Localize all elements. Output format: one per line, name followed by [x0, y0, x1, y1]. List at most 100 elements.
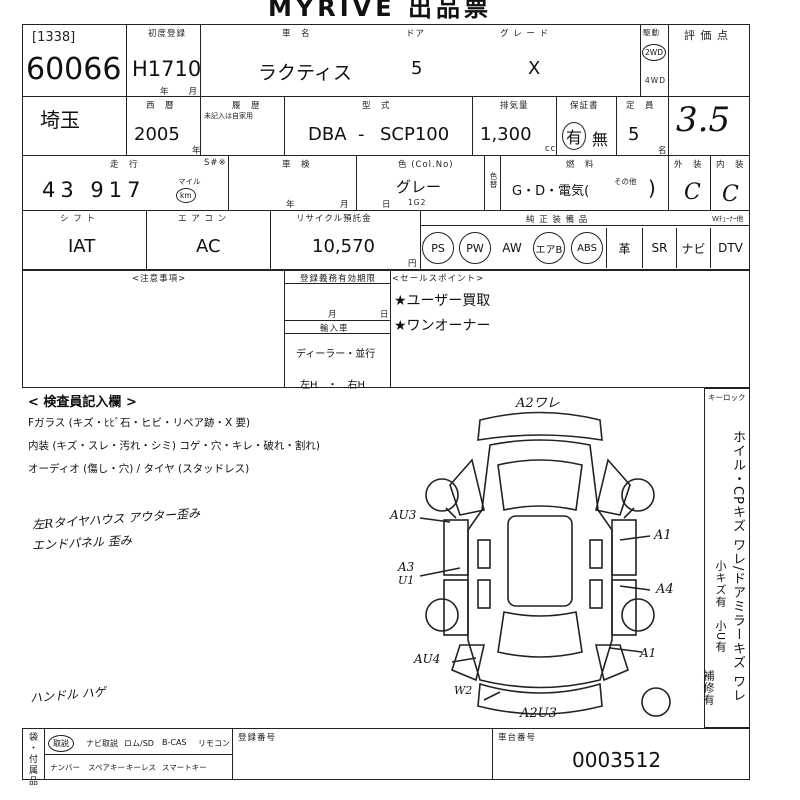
- mark-a2-top: A2ワレ: [516, 396, 560, 411]
- score-label: 評 価 点: [684, 29, 729, 42]
- capacity-unit: 名: [658, 146, 668, 156]
- equip-navi: ナビ: [676, 228, 710, 268]
- import-dealer: ディーラー・並行: [296, 349, 376, 360]
- drive-2wd: 2WD: [642, 44, 666, 61]
- color-value: グレー: [396, 178, 442, 196]
- aircon-label: エ ア コ ン: [178, 214, 228, 224]
- mileage-s-label: S#※: [204, 158, 227, 168]
- doc-remote: リモコン: [198, 739, 230, 748]
- warranty-no: 無: [592, 130, 609, 149]
- doc-smart-key: スマートキー: [162, 763, 207, 772]
- right-notes-sub1: 小キズ有 小U有: [714, 560, 727, 654]
- notes-label: <注意事項>: [132, 274, 187, 284]
- mark-a3: A3: [398, 560, 415, 574]
- exterior-value: C: [684, 180, 701, 205]
- mark-a4: A4: [656, 582, 674, 597]
- recycle-label: リサイクル預託金: [296, 214, 372, 224]
- recycle-value: 10,570: [312, 236, 375, 257]
- capacity-label: 定 員: [626, 101, 655, 111]
- mark-a1-right: A1: [654, 528, 672, 543]
- inspection-day: 日: [382, 200, 392, 210]
- color-side: 色替: [489, 172, 498, 189]
- car-name-label: 車 名: [282, 29, 311, 39]
- history-note: 未記入は自家用: [204, 112, 253, 120]
- first-reg-value: H1710: [132, 57, 202, 81]
- page-title: MYRIVE 出品票: [268, 0, 492, 22]
- sales-point-2: ★ワンオーナー: [394, 318, 491, 334]
- model-label: 型 式: [362, 101, 391, 111]
- first-reg-label: 初度登録: [148, 29, 187, 39]
- reg-expiry-month: 月: [328, 310, 338, 320]
- inspection-month: 月: [340, 200, 350, 210]
- aircon-value: AC: [196, 236, 221, 257]
- reg-expiry-day: 日: [380, 310, 390, 320]
- interior-label: 内 装: [716, 160, 745, 170]
- lot-code: [1338]: [32, 30, 76, 45]
- recycle-unit: 円: [408, 259, 418, 269]
- equip-abs: ABS: [568, 228, 606, 268]
- handwritten-note-1: 左Rタイヤハウス アウター歪み: [31, 506, 201, 532]
- mileage-value: 43 917: [42, 178, 146, 202]
- doc-keyless: キーレス: [126, 763, 156, 772]
- doors-value: 5: [411, 58, 423, 79]
- drive-4wd: 4WD: [645, 76, 666, 85]
- equip-airbag: エアB: [530, 228, 568, 268]
- interior-value: C: [722, 182, 739, 207]
- key-lock-box: [704, 388, 750, 728]
- inspection-label: 車 検: [282, 160, 311, 170]
- top-frame: [22, 24, 750, 270]
- grade-value: X: [528, 58, 541, 79]
- handwritten-note-3: ハンドル ハゲ: [29, 684, 107, 706]
- mark-a1-lower: A1: [640, 646, 657, 660]
- score-value: 3.5: [676, 100, 731, 140]
- exterior-label: 外 装: [674, 160, 703, 170]
- doors-label: ドア: [406, 29, 426, 39]
- chassis-label: 車台番号: [498, 733, 537, 743]
- sales-points-label: <セールスポイント>: [392, 274, 485, 284]
- handwritten-note-2: エンドパネル 歪み: [31, 533, 133, 553]
- mark-au4: AU4: [414, 652, 441, 666]
- year-unit: 年: [192, 146, 202, 156]
- fuel-label: 燃 料: [566, 160, 595, 170]
- registration-label: 登録番号: [238, 733, 277, 743]
- inspection-year: 年: [286, 200, 296, 210]
- equip-aw: AW: [502, 241, 522, 255]
- middle-frame: [22, 270, 750, 388]
- equip-dtv: DTV: [710, 228, 750, 268]
- chassis-value: 0003512: [572, 748, 662, 772]
- model-value: SCP100: [380, 124, 450, 145]
- displacement-label: 排気量: [500, 101, 529, 111]
- year-label: 西 暦: [146, 101, 175, 111]
- warranty-yes: 有: [562, 122, 587, 150]
- equip-leather: 革: [606, 228, 642, 268]
- mileage-label: 走 行: [110, 160, 139, 170]
- bottom-frame: [22, 728, 750, 780]
- model-prefix: DBA: [308, 124, 347, 145]
- right-notes-sub2: 補修有: [702, 670, 715, 706]
- grade-label: グ レ ー ド: [500, 29, 550, 39]
- region: 埼玉: [40, 108, 80, 132]
- documents-label: 袋・付属品: [27, 732, 37, 787]
- car-name: ラクティス: [258, 62, 352, 84]
- sales-point-1: ★ユーザー買取: [394, 293, 491, 309]
- inspector-line-3: オーディオ (傷し・穴) / タイヤ (スタッドレス): [28, 463, 250, 475]
- inspector-line-1: Fガラス (キズ・ﾋﾋﾞ石・ヒビ・リペア跡・X 要): [28, 417, 251, 429]
- doc-spare-key: スペアキー: [88, 763, 125, 772]
- fuel-value: G・D・電気(: [512, 184, 590, 199]
- doc-rom-sd: ロム/SD: [124, 739, 154, 748]
- model-dash: -: [358, 124, 365, 145]
- displacement-unit: cc: [545, 144, 557, 154]
- doc-number: ナンバー: [50, 763, 80, 772]
- inspector-line-2: 内装 (キズ・スレ・汚れ・シミ) コゲ・穴・キレ・破れ・割れ): [28, 440, 320, 452]
- doc-manual: 取説: [48, 735, 74, 752]
- fuel-other: その他: [614, 177, 637, 186]
- history-label: 履 歴: [232, 101, 261, 111]
- color-label: 色 (Col.No): [398, 160, 454, 170]
- capacity-value: 5: [628, 124, 640, 145]
- mark-a2u3: A2U3: [520, 706, 557, 721]
- import-handle: 左H ・ 右H: [300, 380, 366, 391]
- lot-number: 60066: [26, 52, 122, 87]
- equip-pw: PW: [456, 228, 494, 268]
- year-value: 2005: [134, 124, 180, 145]
- shift-label: シ フ ト: [60, 214, 96, 224]
